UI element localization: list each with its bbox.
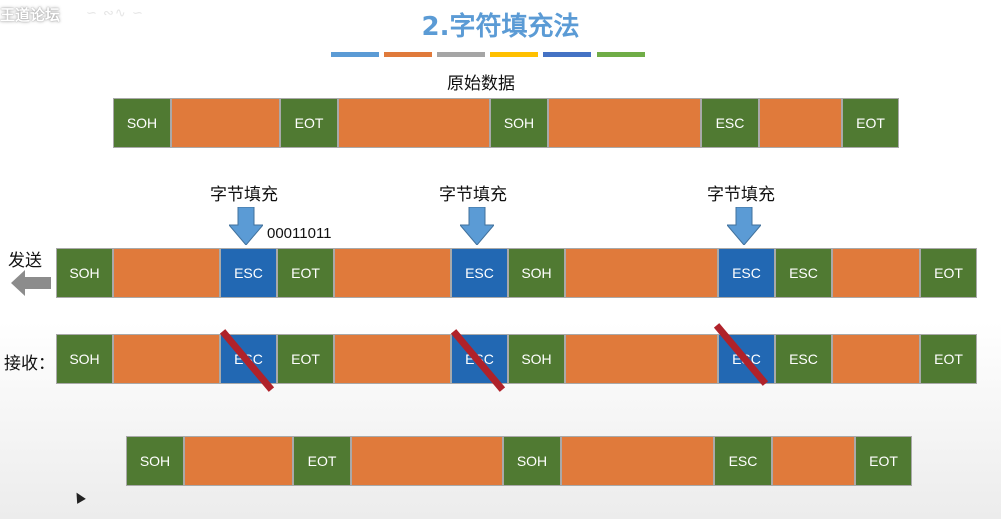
segment-data — [334, 334, 451, 384]
segment-data — [113, 334, 220, 384]
segment-eot: EOT — [855, 436, 912, 486]
byte-stuffing-label-2: 字节填充 — [439, 185, 507, 205]
segment-soh: SOH — [508, 334, 565, 384]
segment-eot: EOT — [277, 334, 334, 384]
segment-data — [548, 98, 701, 148]
mouse-cursor-icon — [72, 490, 86, 504]
segment-data — [772, 436, 855, 486]
segment-esc-stuffed: ESC — [220, 248, 277, 298]
segment-esc-stuffed: ESC — [451, 248, 508, 298]
segment-soh: SOH — [56, 248, 113, 298]
original-data-label: 原始数据 — [447, 74, 515, 94]
segment-data — [113, 248, 220, 298]
send-label: 发送 — [8, 251, 42, 271]
segment-data — [561, 436, 714, 486]
receive-frame: SOH ESC EOT ESC SOH ESC ESC EOT — [56, 334, 977, 384]
segment-esc: ESC — [701, 98, 759, 148]
segment-eot: EOT — [293, 436, 351, 486]
watermark-text: 王道论坛 — [0, 6, 61, 24]
title-stripe-6 — [597, 52, 645, 57]
segment-data — [338, 98, 490, 148]
watermark-decoration: ∽ ∾∿ ∽ — [86, 6, 144, 21]
segment-data — [184, 436, 293, 486]
segment-soh: SOH — [126, 436, 184, 486]
receive-label: 接收： — [4, 354, 55, 374]
segment-soh: SOH — [490, 98, 548, 148]
send-frame: SOH ESC EOT ESC SOH ESC ESC EOT — [56, 248, 977, 298]
result-frame: SOH EOT SOH ESC EOT — [126, 436, 912, 486]
down-arrow-icon — [229, 207, 263, 245]
original-data-frame: SOH EOT SOH ESC EOT — [113, 98, 899, 148]
byte-stuffing-label-1: 字节填充 — [210, 185, 278, 205]
title-stripe-5 — [543, 52, 591, 57]
left-arrow-icon — [11, 270, 51, 296]
segment-soh: SOH — [113, 98, 171, 148]
segment-eot: EOT — [277, 248, 334, 298]
segment-esc: ESC — [714, 436, 772, 486]
down-arrow-icon — [727, 207, 761, 245]
esc-binary-value: 00011011 — [267, 225, 332, 242]
segment-data — [832, 334, 920, 384]
segment-data — [565, 334, 718, 384]
segment-eot: EOT — [842, 98, 899, 148]
segment-esc: ESC — [775, 248, 832, 298]
title-stripe-2 — [384, 52, 432, 57]
segment-esc: ESC — [775, 334, 832, 384]
segment-data — [565, 248, 718, 298]
segment-eot: EOT — [280, 98, 338, 148]
segment-data — [759, 98, 842, 148]
segment-soh: SOH — [508, 248, 565, 298]
down-arrow-icon — [460, 207, 494, 245]
segment-data — [832, 248, 920, 298]
page-title: 2.字符填充法 — [421, 12, 580, 42]
segment-soh: SOH — [56, 334, 113, 384]
segment-soh: SOH — [503, 436, 561, 486]
segment-eot: EOT — [920, 248, 977, 298]
title-stripe-3 — [437, 52, 485, 57]
segment-eot: EOT — [920, 334, 977, 384]
segment-data — [334, 248, 451, 298]
segment-data — [351, 436, 503, 486]
title-stripe-1 — [331, 52, 379, 57]
segment-data — [171, 98, 280, 148]
segment-esc-stuffed: ESC — [718, 248, 775, 298]
byte-stuffing-label-3: 字节填充 — [707, 185, 775, 205]
title-stripe-4 — [490, 52, 538, 57]
